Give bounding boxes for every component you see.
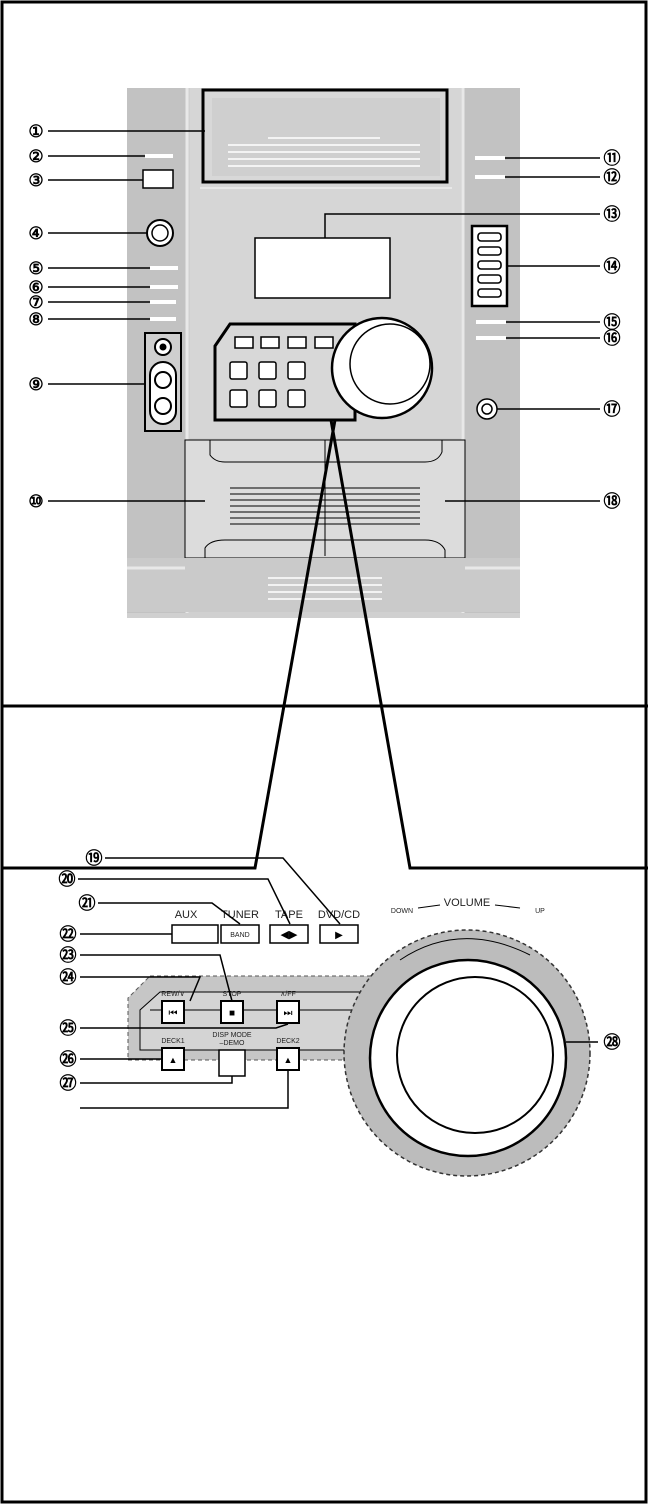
slot-15 (476, 320, 506, 324)
label-aux: AUX (175, 909, 198, 921)
callout-19: ⑲ (86, 848, 103, 868)
next-icon: ⏭ (284, 1008, 293, 1019)
prev-icon: ⏮ (169, 1008, 178, 1019)
callout-25: ㉕ (60, 1018, 77, 1038)
jack-bottom (154, 397, 172, 415)
rew-button (161, 1000, 185, 1024)
label-deck2: DECK2 (276, 1038, 299, 1045)
label-demo: –DEMO (220, 1040, 245, 1047)
label-band: BAND (230, 932, 249, 939)
cluster-grid-buttons (229, 361, 306, 408)
callout-16: ⑯ (604, 328, 621, 348)
callout-14: ⑭ (604, 256, 621, 276)
callout-2: ② (28, 147, 43, 166)
panel-inner (139, 991, 381, 1051)
slot-7 (150, 300, 176, 304)
callout-10: ⑩ (28, 492, 43, 511)
callout-9: ⑨ (28, 375, 43, 394)
bottom-leader-lines (78, 857, 598, 1109)
tape-button (269, 924, 309, 944)
disc-tray-slots (228, 137, 420, 167)
callout-15: ⑮ (604, 312, 621, 332)
eject-icon: ▲ (169, 1055, 178, 1065)
slot-5 (150, 266, 178, 270)
callout-17: ⑰ (604, 399, 621, 419)
callout-27: ㉗ (60, 1073, 77, 1093)
callout-24: ㉔ (60, 967, 77, 987)
small-button-2 (145, 154, 173, 158)
callout-23: ㉓ (60, 945, 77, 965)
eject-icon: ▲ (284, 1055, 293, 1065)
aux-button (171, 924, 219, 944)
callout-26: ㉖ (60, 1049, 77, 1069)
slot-6 (150, 285, 178, 289)
volume-dash-left (417, 904, 441, 909)
jack-top-hole (159, 343, 167, 351)
label-rew: REW/∨ (161, 991, 184, 998)
volume-knob-inner (349, 323, 431, 405)
callout-4: ④ (28, 224, 43, 243)
callout-12: ⑫ (604, 167, 621, 187)
play-icon: ▶ (335, 930, 343, 941)
slot-12 (475, 175, 505, 179)
unit-front-view (127, 88, 520, 618)
callout-8: ⑧ (28, 310, 43, 329)
jack-mid (154, 371, 172, 389)
volume-arc (399, 938, 531, 961)
dvdcd-button (319, 924, 359, 944)
disc-tray-inner (212, 98, 440, 176)
callout-22: ㉒ (60, 924, 77, 944)
label-stop: STOP (223, 991, 242, 998)
power-button (142, 169, 174, 189)
callout-21: ㉑ (79, 893, 96, 913)
right-column (463, 88, 520, 613)
callout-7: ⑦ (28, 293, 43, 312)
headphone-jack-inner (481, 403, 493, 415)
label-deck1: DECK1 (161, 1038, 184, 1045)
callout-3: ③ (28, 171, 43, 190)
callout-28: ㉘ (604, 1032, 621, 1052)
callout-6: ⑥ (28, 278, 43, 297)
play-pause-icon: ◀▶ (281, 929, 298, 941)
label-tape: TAPE (275, 909, 303, 921)
zoom-lines (2, 419, 648, 870)
control-panel-detail: ◀▶ ▶ ⏮ ■ ⏭ ▲ ▲ AUX TUNER TAPE DVD/CD BAN… (127, 897, 591, 1177)
label-dvdcd: DVD/CD (318, 909, 360, 921)
label-ff: ∧/FF (280, 991, 296, 998)
ff-button (276, 1000, 300, 1024)
label-down: DOWN (391, 908, 413, 915)
knob-4-inner (151, 224, 169, 242)
callout-13: ⑬ (604, 204, 621, 224)
slot-8 (150, 317, 176, 321)
callout-5: ⑤ (28, 259, 43, 278)
disp-mode-button (218, 1049, 246, 1077)
slot-11 (475, 156, 505, 160)
stop-icon: ■ (229, 1008, 235, 1019)
callout-18: ⑱ (604, 491, 621, 511)
callout-numbers: ① ② ③ ④ ⑤ ⑥ ⑦ ⑧ ⑨ ⑩ ⑪ ⑫ ⑬ ⑭ ⑮ ⑯ ⑰ ⑱ ⑲ ⑳ … (28, 122, 620, 1093)
button-stack-bars (477, 232, 502, 298)
label-disp-mode: DISP MODE (212, 1032, 251, 1039)
label-tuner: TUNER (221, 909, 259, 921)
callout-1: ① (28, 122, 43, 141)
cluster-top-buttons (234, 336, 334, 349)
band-button (220, 924, 260, 944)
top-leader-lines (48, 130, 600, 502)
label-up: UP (535, 908, 545, 915)
volume-dash-right (494, 904, 521, 909)
callout-20: ⑳ (59, 869, 76, 889)
callout-11: ⑪ (604, 148, 621, 168)
display (254, 237, 391, 299)
label-volume: VOLUME (444, 897, 490, 909)
volume-inner (396, 976, 554, 1134)
slot-16 (476, 336, 506, 340)
